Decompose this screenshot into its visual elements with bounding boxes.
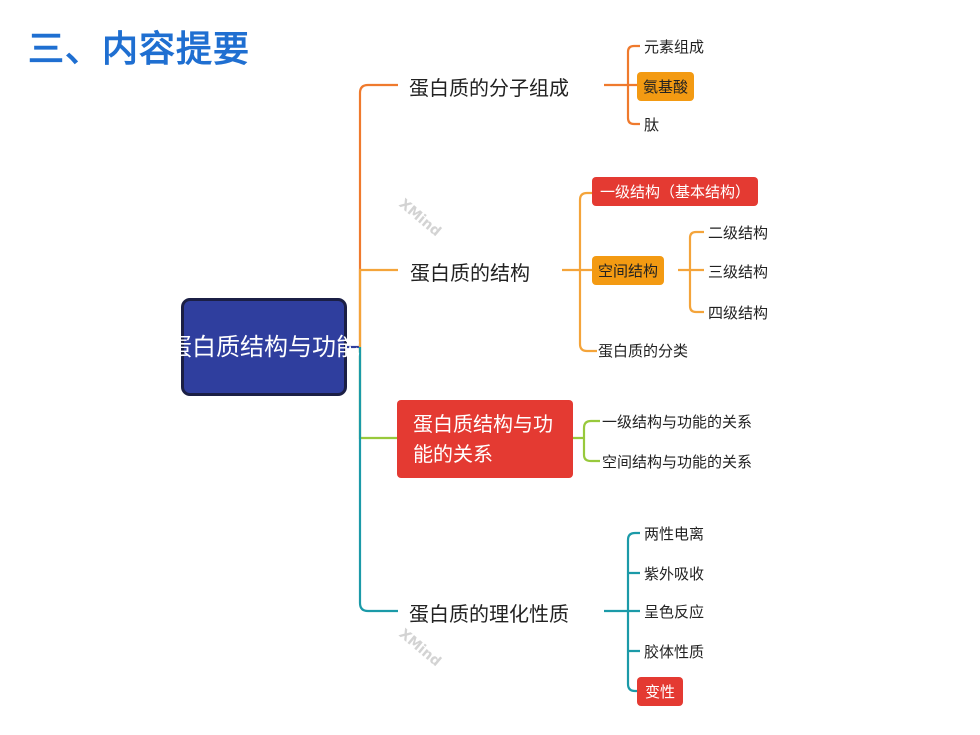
branch-molecular-composition: 蛋白质的分子组成	[409, 76, 569, 100]
branch-4-bracket	[604, 531, 640, 693]
leaf-primary-structure: 一级结构（基本结构）	[592, 177, 759, 206]
branch-4-connector	[358, 347, 398, 613]
branch-2-connector	[358, 268, 398, 347]
leaf-peptide: 肽	[644, 116, 660, 134]
leaf-colloid-property: 胶体性质	[644, 643, 705, 661]
leaf-color-reaction: 呈色反应	[644, 603, 705, 621]
leaf-secondary-structure: 二级结构	[708, 224, 769, 242]
page-title: 三、内容提要	[28, 28, 251, 70]
branch-structure: 蛋白质的结构	[410, 261, 530, 285]
leaf-uv-absorption: 紫外吸收	[644, 565, 705, 583]
leaf-element-composition: 元素组成	[644, 38, 705, 56]
branch-2-bracket	[562, 191, 597, 353]
leaf-denaturation: 变性	[637, 677, 684, 706]
branch-3-bracket	[573, 419, 600, 463]
leaf-tertiary-structure: 三级结构	[708, 263, 769, 281]
branch-physicochemical: 蛋白质的理化性质	[409, 602, 569, 626]
branch-3-connector	[358, 347, 397, 440]
leaf-quaternary-structure: 四级结构	[708, 304, 769, 322]
structure-sub-bracket	[678, 230, 704, 314]
leaf-primary-function: 一级结构与功能的关系	[602, 413, 753, 431]
branch-1-connector	[358, 83, 398, 347]
branch-structure-function: 蛋白质结构与功能的关系	[397, 400, 573, 478]
leaf-amphoteric-ionization: 两性电离	[644, 525, 705, 543]
leaf-spatial-function: 空间结构与功能的关系	[602, 453, 753, 471]
branch-1-bracket	[604, 44, 640, 126]
leaf-protein-classification: 蛋白质的分类	[598, 342, 689, 360]
leaf-amino-acid: 氨基酸	[637, 72, 695, 101]
leaf-spatial-structure: 空间结构	[592, 256, 665, 285]
root-node: 蛋白质结构与功能	[168, 298, 360, 396]
